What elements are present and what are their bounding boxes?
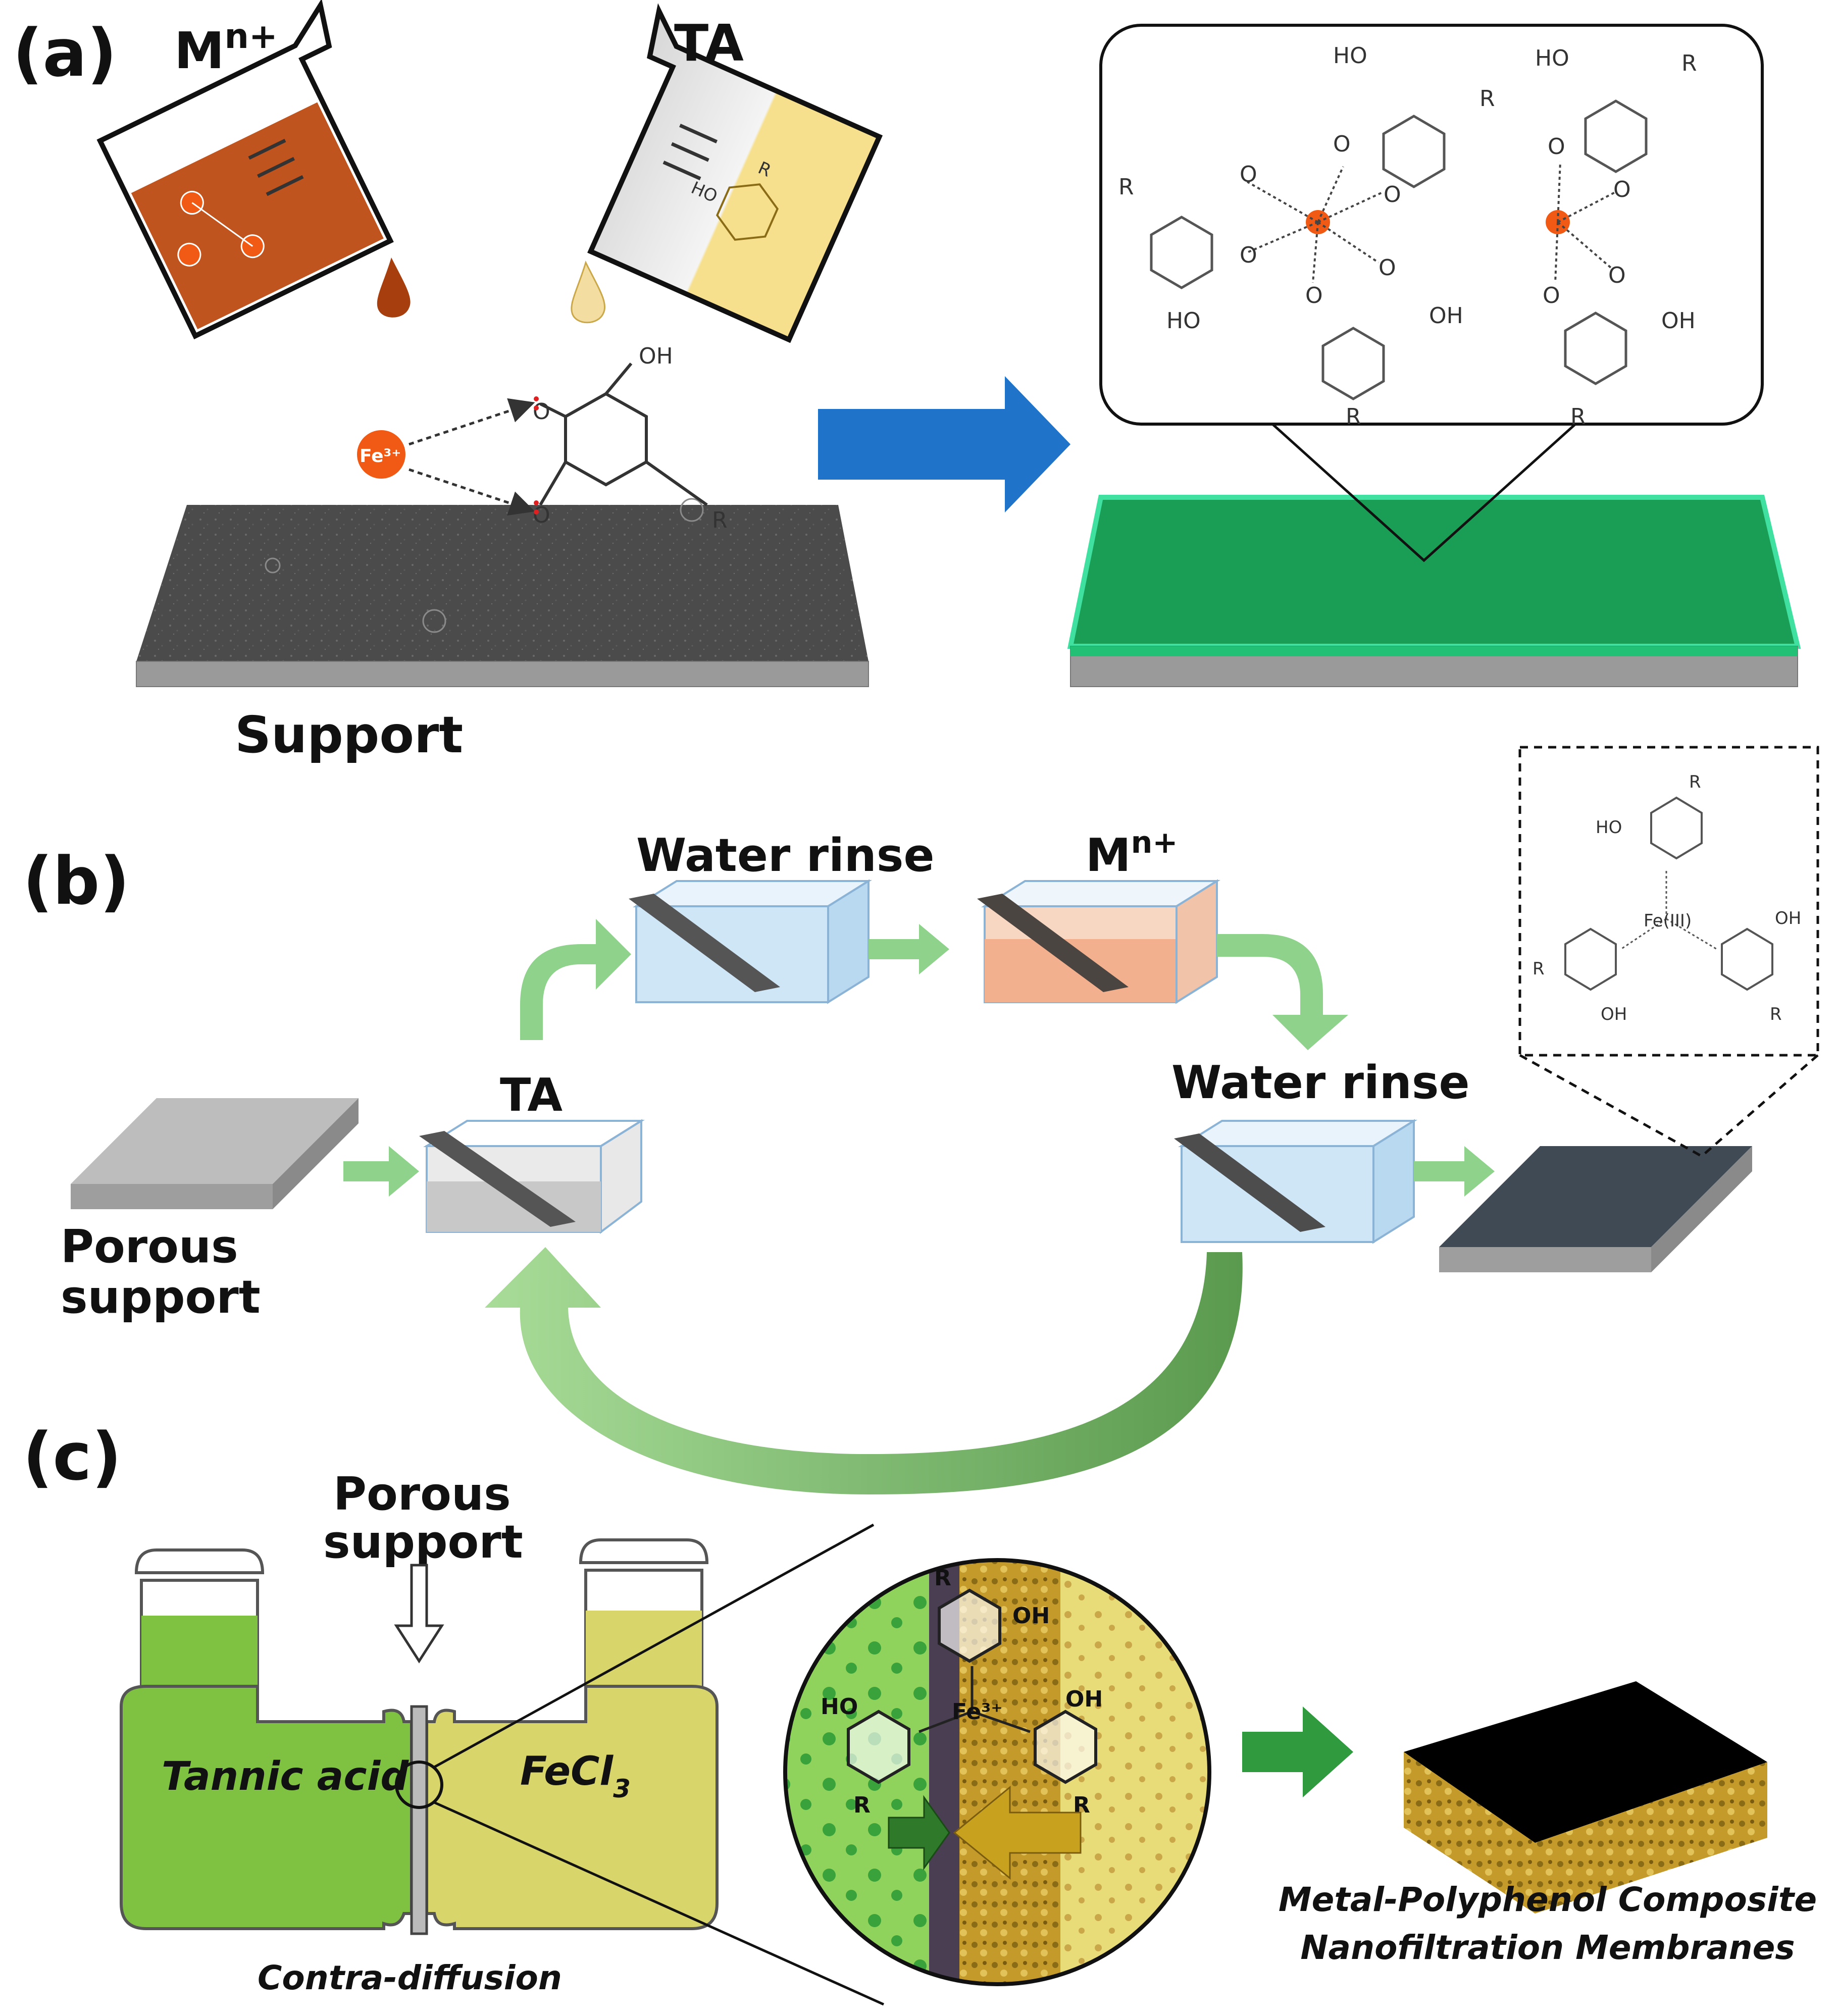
- water-rinse-bath-1: [629, 879, 872, 1004]
- svg-text:OH: OH: [1065, 1686, 1103, 1712]
- svg-text:R: R: [1533, 959, 1545, 979]
- svg-text:OH: OH: [1601, 1004, 1627, 1024]
- svg-text:HO: HO: [1333, 43, 1367, 69]
- svg-text:R: R: [1118, 174, 1134, 200]
- panel-a-metal-label: Mn+: [174, 17, 278, 80]
- svg-text:Fe³⁺: Fe³⁺: [952, 1699, 1003, 1725]
- svg-text:O: O: [533, 399, 550, 425]
- svg-text:O: O: [1305, 283, 1323, 308]
- svg-text:R: R: [1681, 50, 1697, 76]
- panel-c-contra-diffusion: Contra-diffusion: [258, 1958, 562, 1997]
- panel-b-water-rinse-1: Water rinse: [636, 829, 935, 882]
- h-cell-zoom-marker: [395, 1761, 443, 1809]
- svg-text:O: O: [1240, 162, 1257, 187]
- panel-c-porous-support-line2: support: [323, 1516, 523, 1569]
- svg-text:Fe(III): Fe(III): [1644, 911, 1692, 931]
- panel-b-label: (b): [23, 843, 130, 919]
- panel-c-result-line2: Nanofiltration Membranes: [1300, 1928, 1795, 1967]
- svg-text:HO: HO: [1535, 45, 1569, 71]
- h-cell-membrane: [410, 1705, 428, 1935]
- ta-drop: [571, 260, 606, 324]
- svg-text:OH: OH: [1775, 908, 1801, 928]
- support-binding-molecule: Fe³⁺ OH O O R: [357, 343, 728, 533]
- film-slab: [1067, 495, 1801, 687]
- svg-text:R: R: [1346, 404, 1361, 430]
- svg-text:OH: OH: [1429, 303, 1463, 329]
- support-slab: [136, 498, 869, 687]
- svg-text:O: O: [1608, 263, 1626, 288]
- svg-text:HO: HO: [1166, 308, 1201, 334]
- svg-text:HO: HO: [821, 1694, 858, 1720]
- svg-text:Fe³⁺: Fe³⁺: [360, 446, 401, 467]
- panel-a-support-label: Support: [235, 705, 463, 764]
- metal-beaker: [96, 0, 394, 340]
- panel-c-zoom-circle: Fe³⁺ OH R HO OH R R: [783, 1558, 1211, 1986]
- water-rinse-bath-2: [1174, 1119, 1417, 1244]
- svg-text:O: O: [1333, 131, 1351, 157]
- h-cell-right: [425, 1538, 719, 1930]
- svg-text:O: O: [1378, 255, 1396, 281]
- svg-text:OH: OH: [1661, 308, 1696, 334]
- porous-support-block: [71, 1098, 359, 1209]
- svg-text:R: R: [1770, 1004, 1782, 1024]
- panel-b-zoom-callout: Fe(III) HO R OH R OH R: [1518, 746, 1819, 1158]
- panel-a-ta-label: TA: [674, 14, 744, 73]
- panel-b-flow-arrows: [343, 919, 1495, 1197]
- panel-b-metal-label: Mn+: [1086, 825, 1178, 882]
- panel-b-final-membrane: [1439, 1146, 1752, 1272]
- panel-b-ta-label: TA: [500, 1069, 563, 1122]
- svg-text:O: O: [1240, 242, 1257, 268]
- panel-a-zoom-callout: O O O O O O HO R R HO OH R O O O O HO R …: [1099, 24, 1764, 562]
- panel-c-left-solution: Tannic acid: [162, 1754, 409, 1799]
- svg-text:O: O: [1543, 283, 1560, 308]
- svg-text:R: R: [1689, 772, 1701, 792]
- svg-text:O: O: [533, 502, 550, 528]
- panel-b-porous-support-line2: support: [61, 1271, 261, 1324]
- metal-bath: [977, 879, 1220, 1004]
- panel-a-process-arrow: [818, 376, 1070, 512]
- composite-membrane: [1404, 1681, 1767, 1914]
- porous-support-pointer-arrow: [394, 1564, 444, 1664]
- svg-text:R: R: [712, 507, 728, 533]
- svg-text:O: O: [1548, 134, 1565, 160]
- h-cell-left: [120, 1548, 413, 1930]
- panel-c-right-solution: FeCl3: [520, 1749, 631, 1803]
- svg-text:OH: OH: [639, 343, 673, 369]
- panel-c-result-line1: Metal-Polyphenol Composite: [1279, 1880, 1817, 1919]
- ta-beaker: [587, 3, 883, 343]
- panel-b-porous-support-line1: Porous: [61, 1220, 238, 1273]
- svg-text:O: O: [1613, 177, 1631, 202]
- svg-text:HO: HO: [1596, 817, 1622, 838]
- panel-a-label: (a): [13, 15, 117, 91]
- svg-text:R: R: [1570, 404, 1586, 430]
- svg-text:R: R: [853, 1792, 871, 1818]
- svg-text:O: O: [1384, 182, 1401, 208]
- panel-c-process-arrow: [1242, 1707, 1353, 1797]
- metal-drop: [377, 257, 411, 318]
- svg-text:R: R: [1479, 86, 1495, 112]
- svg-text:OH: OH: [1012, 1603, 1050, 1629]
- panel-b-loop-arrow: [485, 1247, 1243, 1494]
- panel-c-label: (c): [23, 1418, 122, 1495]
- panel-c-porous-support-line1: Porous: [333, 1468, 511, 1521]
- ta-bath: [419, 1119, 645, 1234]
- panel-b-water-rinse-2: Water rinse: [1171, 1056, 1470, 1109]
